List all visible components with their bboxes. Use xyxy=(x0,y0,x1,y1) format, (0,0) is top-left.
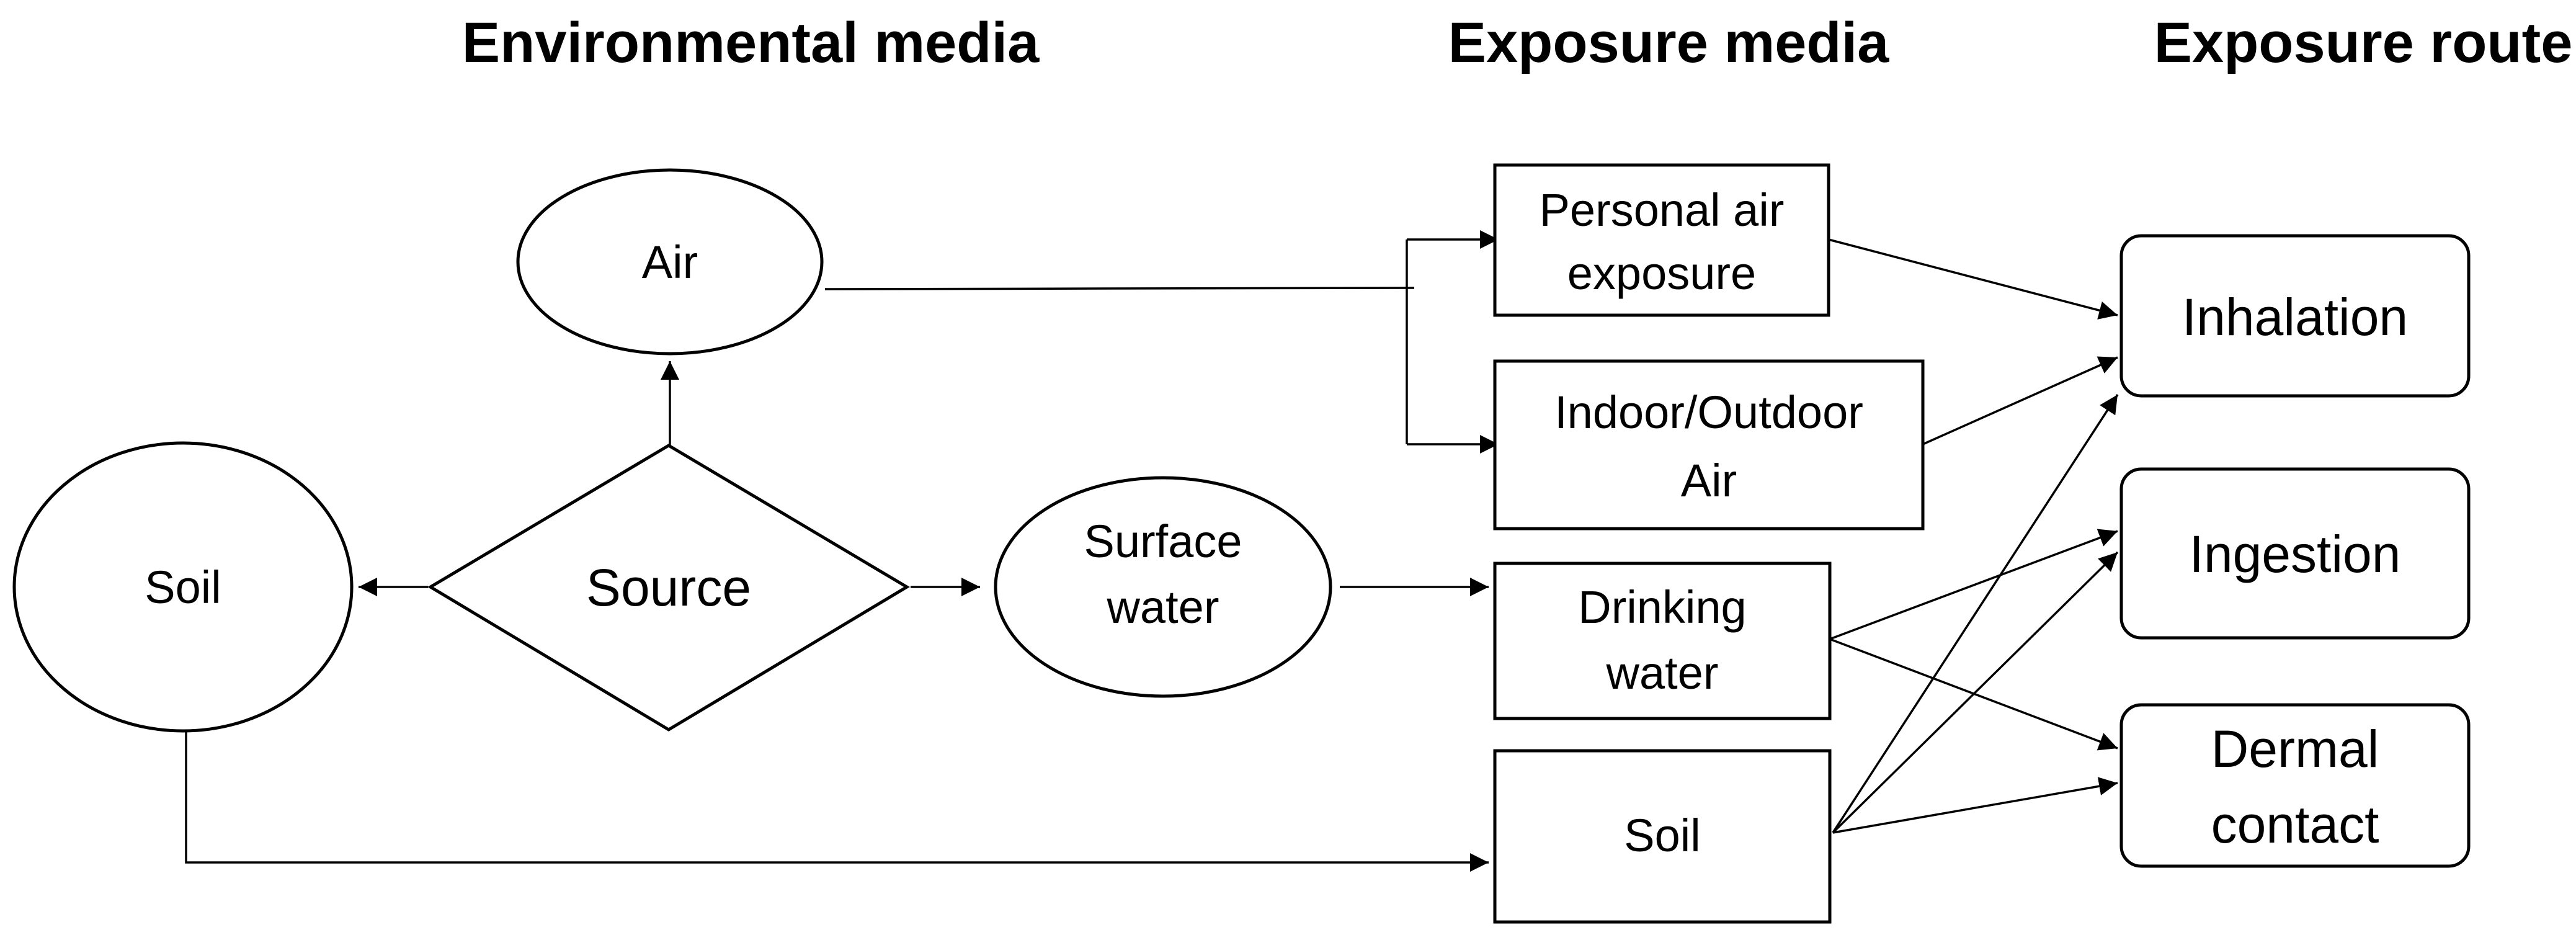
node-indoor-outdoor-air xyxy=(1493,359,1925,530)
node-air xyxy=(516,168,824,356)
node-drinking-water xyxy=(1493,562,1832,720)
node-personal-air-label-1: Personal air xyxy=(1540,184,1785,236)
header-exposure-media: Exposure media xyxy=(1448,11,1890,74)
edge-soil-to-soil-exposure xyxy=(185,732,1489,872)
header-environmental-media: Environmental media xyxy=(462,11,1040,74)
node-soil-environment-label: Soil xyxy=(145,562,221,613)
node-surface-water-label-2: water xyxy=(1107,581,1219,633)
edge-soil-exposure-to-ingestion xyxy=(1832,551,2119,834)
node-air-label: Air xyxy=(642,236,698,288)
node-dermal-label-2: contact xyxy=(2211,795,2379,854)
node-surface-water-label-1: Surface xyxy=(1084,516,1242,567)
node-soil-environment xyxy=(12,441,354,733)
node-personal-air-label-2: exposure xyxy=(1567,248,1756,299)
node-soil-exposure xyxy=(1493,749,1832,924)
node-soil-exposure-label: Soil xyxy=(1624,810,1700,861)
edge-drinking-water-to-ingestion xyxy=(1829,529,2118,640)
node-drinking-water-label-2: water xyxy=(1606,647,1719,699)
node-dermal-label-1: Dermal xyxy=(2211,720,2379,778)
node-ingestion xyxy=(2119,467,2471,640)
header-exposure-route: Exposure route xyxy=(2154,11,2573,74)
node-personal-air-exposure xyxy=(1493,163,1830,317)
edge-indoor-outdoor-to-inhalation xyxy=(1922,356,2118,445)
node-ingestion-label: Ingestion xyxy=(2190,525,2401,583)
node-indoor-outdoor-label-2: Air xyxy=(1681,455,1737,506)
edge-soil-exposure-to-inhalation xyxy=(1832,394,2119,833)
node-inhalation xyxy=(2119,234,2471,398)
node-inhalation-label: Inhalation xyxy=(2182,288,2408,346)
edge-personal-air-to-inhalation xyxy=(1828,238,2118,320)
edge-soil-exposure-to-dermal xyxy=(1832,777,2118,834)
node-source-label: Source xyxy=(586,558,751,617)
node-source xyxy=(427,444,910,732)
node-drinking-water-label-1: Drinking xyxy=(1578,581,1746,633)
node-dermal-contact xyxy=(2119,703,2471,868)
edge-air-to-junction xyxy=(824,287,1415,290)
node-surface-water xyxy=(994,476,1332,698)
node-indoor-outdoor-label-1: Indoor/Outdoor xyxy=(1554,387,1863,438)
